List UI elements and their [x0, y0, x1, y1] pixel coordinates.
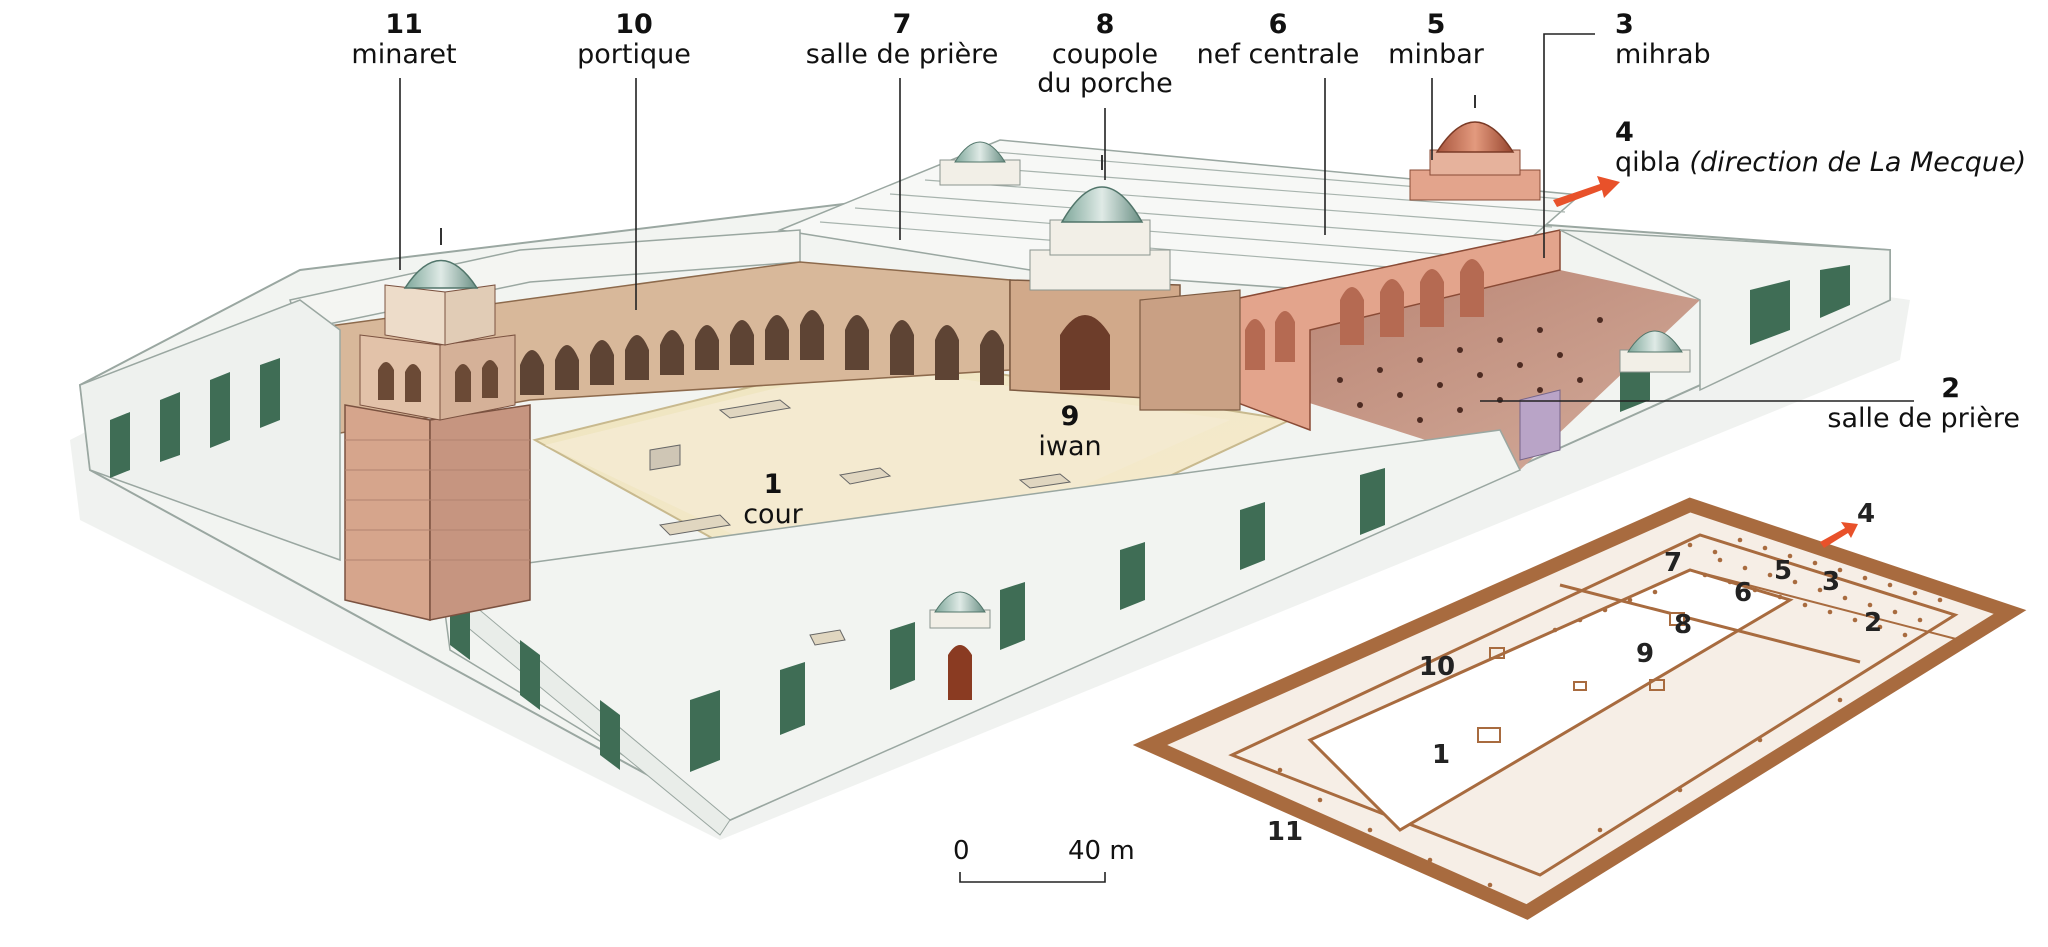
porch-dome: [1060, 186, 1144, 223]
floor-plan: [1132, 497, 2027, 920]
plan-number-2: 2: [1863, 608, 1883, 638]
label-text: minaret: [351, 38, 457, 70]
courtyard-inner: [545, 365, 1230, 590]
label-text: salle de prière: [805, 38, 999, 70]
label-nef-centrale: 6 nef centrale: [1197, 10, 1360, 69]
plan-number-10: 10: [1418, 652, 1456, 682]
label-portique: 10 portique: [577, 10, 691, 69]
label-minaret: 11 minaret: [351, 10, 456, 69]
label-text-italic: (direction de La Mecque): [1689, 146, 2027, 178]
label-number: 4: [1615, 117, 1634, 148]
label-number: 10: [615, 9, 653, 40]
label-text: minbar: [1388, 38, 1484, 70]
minaret-dome: [403, 259, 479, 289]
label-number: 9: [1060, 401, 1080, 432]
label-number: 6: [1268, 9, 1288, 40]
label-text-line2: du porche: [1037, 68, 1173, 100]
label-text: iwan: [1038, 430, 1102, 462]
right-wall: [1559, 229, 1891, 392]
scale-start: 0: [953, 836, 970, 866]
rear-dome: [954, 141, 1006, 163]
label-coupole-du-porche: 8 coupole du porche: [1037, 10, 1173, 99]
label-number: 5: [1426, 9, 1446, 40]
label-text: nef centrale: [1196, 38, 1360, 70]
label-qibla: 4 qibla (direction de La Mecque): [1615, 118, 2026, 177]
label-number: 1: [763, 469, 783, 500]
label-text: qibla (direction de La Mecque): [1615, 146, 2027, 178]
label-text: coupole: [1051, 38, 1159, 70]
plan-number-9: 9: [1635, 639, 1655, 669]
label-salle-de-priere-7: 7 salle de prière: [806, 10, 999, 69]
label-text-main: qibla: [1615, 146, 1681, 178]
scale-bar: [959, 872, 1106, 883]
plan-number-11: 11: [1266, 817, 1304, 847]
label-text: cour: [743, 498, 803, 530]
plan-number-7: 7: [1663, 548, 1683, 578]
label-minbar: 5 minbar: [1388, 10, 1484, 69]
label-text: salle de prière: [1827, 402, 2020, 434]
label-text: mihrab: [1615, 38, 1711, 70]
qibla-arrow: [1553, 176, 1620, 207]
plan-number-3: 3: [1821, 567, 1841, 597]
label-text: portique: [577, 38, 691, 70]
plan-number-8: 8: [1673, 610, 1693, 640]
plan-qibla-arrow: [1820, 522, 1858, 548]
label-number: 3: [1615, 9, 1634, 40]
mihrab-dome: [1435, 121, 1515, 153]
label-salle-de-priere-2: 2 salle de prière: [1827, 374, 2020, 433]
plan-number-1: 1: [1431, 740, 1451, 770]
label-number: 7: [892, 9, 912, 40]
minaret-tower: [344, 404, 431, 621]
label-number: 2: [1941, 373, 1960, 404]
label-number: 11: [385, 9, 423, 40]
plan-number-6: 6: [1733, 578, 1753, 608]
label-iwan: 9 iwan: [1038, 402, 1101, 461]
label-mihrab: 3 mihrab: [1615, 10, 1711, 69]
label-cour: 1 cour: [743, 470, 803, 529]
label-number: 8: [1095, 9, 1115, 40]
plan-columns: [1277, 537, 1943, 888]
prayer-hall-floor: [1260, 270, 1700, 470]
plan-number-4: 4: [1856, 499, 1876, 529]
scale-end: 40 m: [1068, 836, 1135, 866]
plan-number-5: 5: [1773, 556, 1793, 586]
